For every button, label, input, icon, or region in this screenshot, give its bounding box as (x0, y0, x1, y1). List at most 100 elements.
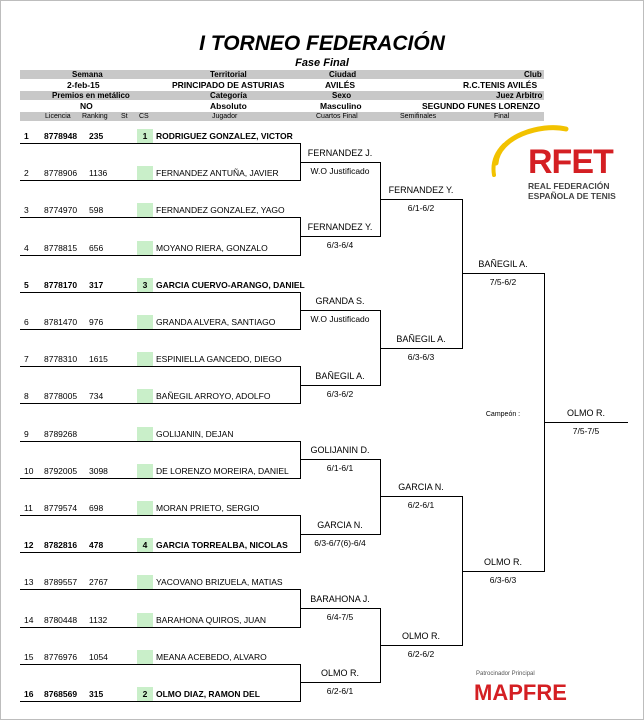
r3-score: 6/3-6/3 (407, 351, 435, 362)
col-ranking: Ranking (82, 113, 108, 120)
player-name: DE LORENZO MOREIRA, DANIEL (156, 465, 289, 476)
player-number: 7 (24, 354, 29, 365)
player-row-underline (20, 180, 300, 182)
label-territorial: Territorial (210, 70, 247, 79)
player-row-underline (20, 329, 300, 330)
value-territorial: PRINCIPADO DE ASTURIAS (172, 80, 285, 90)
tournament-title: I TORNEO FEDERACIÓN (199, 32, 445, 55)
r2-winner: GRANDA S. (315, 296, 365, 307)
player-ranking: 2767 (89, 577, 108, 588)
player-licencia: 8781470 (44, 317, 78, 327)
player-name: GARCIA TORREALBA, NICOLAS (156, 540, 288, 551)
player-ranking: 598 (89, 205, 104, 216)
player-ranking: 976 (89, 317, 104, 327)
col-cs: CS (139, 113, 149, 120)
player-licencia: 8789557 (44, 577, 78, 588)
player-row-underline (20, 626, 300, 628)
player-row-underline (20, 403, 300, 405)
player-row-underline (20, 366, 300, 368)
player-name: RODRIGUEZ GONZALEZ, VICTOR (156, 131, 293, 141)
player-name: ESPINIELLA GANCEDO, DIEGO (156, 354, 282, 365)
r2-winner: BARAHONA J. (310, 594, 370, 604)
r2-score: 6/3-6/7(6)-6/4 (314, 537, 366, 548)
player-seed (137, 501, 153, 515)
player-number: 10 (24, 465, 34, 476)
player-seed (137, 426, 153, 441)
columns-header-bar (20, 112, 544, 121)
player-number: 8 (24, 391, 29, 402)
r2-line (300, 310, 380, 312)
player-row-underline (20, 515, 300, 516)
rfet-logo-line1: REAL FEDERACIÓN (528, 181, 610, 191)
r2-line (300, 533, 380, 535)
player-name: OLMO DIAZ, RAMON DEL (156, 689, 260, 699)
player-ranking: 1054 (89, 651, 108, 662)
r2-score: W.O Justificado (310, 165, 370, 176)
champion-line (544, 422, 628, 423)
rfet-logo: RFET REAL FEDERACIÓN ESPAÑOLA DE TENIS (490, 123, 625, 203)
player-seed (137, 575, 153, 590)
player-number: 5 (24, 279, 29, 290)
player-name: MEANA ACEBEDO, ALVARO (156, 651, 267, 662)
player-name: BARAHONA QUIROS, JUAN (156, 614, 267, 625)
r2-winner: BAÑEGIL A. (315, 370, 365, 381)
player-licencia: 8778948 (44, 131, 78, 141)
r2-line (300, 384, 380, 386)
player-name: GARCIA CUERVO-ARANGO, DANIEL (156, 279, 305, 290)
r2-score: 6/2-6/1 (326, 686, 354, 697)
player-ranking: 1136 (89, 168, 108, 179)
player-licencia: 8776976 (44, 651, 78, 662)
player-licencia: 8779574 (44, 503, 78, 513)
r3-score: 6/2-6/1 (407, 500, 435, 511)
r4-score: 7/5-6/2 (489, 277, 517, 288)
player-row-underline (20, 701, 300, 702)
col-semis: Semifinales (400, 113, 437, 120)
value-ciudad: AVILÉS (325, 80, 356, 90)
player-row-underline (20, 291, 300, 293)
r2-score: 6/3-6/2 (326, 388, 354, 399)
player-name: BAÑEGIL ARROYO, ADOLFO (156, 391, 271, 402)
r2-winner: GARCIA N. (317, 519, 363, 530)
rfet-logo-line2: ESPAÑOLA DE TENIS (528, 191, 616, 201)
player-licencia: 8792005 (44, 465, 78, 476)
player-seed (137, 463, 153, 478)
player-number: 3 (24, 205, 29, 216)
r2-score: W.O Justificado (310, 314, 370, 325)
r3-score: 6/2-6/2 (407, 649, 435, 660)
r3-score: 6/1-6/2 (407, 202, 435, 213)
label-sexo: Sexo (332, 91, 352, 100)
player-row-underline (20, 440, 300, 442)
info-header-bar-1 (20, 70, 544, 79)
r2-winner: FERNANDEZ J. (307, 147, 373, 158)
player-number: 4 (24, 242, 29, 253)
player-row-underline (20, 552, 300, 554)
player-seed: 1 (137, 129, 153, 143)
player-number: 13 (24, 577, 34, 588)
player-number: 15 (24, 651, 34, 662)
player-row-underline (20, 217, 300, 219)
player-name: GOLIJANIN, DEJAN (156, 428, 234, 439)
player-seed: 2 (137, 687, 153, 701)
r2-score: 6/4-7/5 (326, 612, 354, 622)
player-licencia: 8778815 (44, 242, 78, 253)
r3-line (380, 645, 462, 647)
r2-line (300, 236, 380, 237)
rfet-logo-graphic (491, 125, 569, 177)
player-seed (137, 315, 153, 329)
player-seed (137, 203, 153, 218)
info-header-bar-2 (20, 91, 544, 100)
rfet-logo-mark: RFET (528, 143, 614, 181)
r3-winner: OLMO R. (401, 631, 440, 642)
r4-line (462, 273, 544, 275)
player-ranking: 656 (89, 242, 104, 253)
sponsor-label: Patrocinador Principal (476, 671, 535, 677)
player-licencia: 8789268 (44, 428, 78, 439)
player-licencia: 8774970 (44, 205, 78, 216)
player-licencia: 8780448 (44, 614, 78, 625)
player-ranking: 1615 (89, 354, 108, 365)
r2-line (300, 682, 380, 684)
player-seed (137, 166, 153, 181)
player-number: 9 (24, 428, 29, 439)
player-seed (137, 612, 153, 627)
col-cuartos: Cuartos Final (316, 113, 358, 120)
